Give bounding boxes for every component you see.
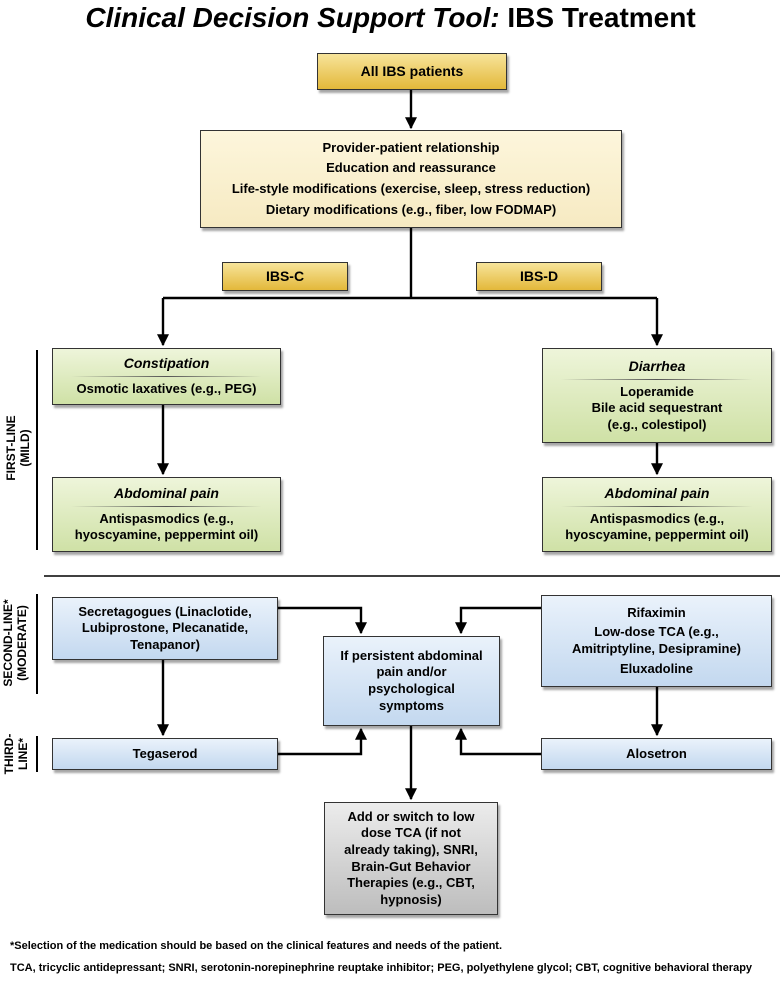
all-ibs-patients-box: All IBS patients	[317, 53, 507, 90]
diarrhea-line: Loperamide	[620, 383, 694, 399]
diarrhea-box: Diarrhea Loperamide Bile acid sequestran…	[542, 348, 772, 443]
diarrhea-line: Bile acid sequestrant	[591, 400, 723, 416]
rifaximin-box: Rifaximin Low-dose TCA (e.g., Amitriptyl…	[541, 595, 772, 687]
rifaximin-line: Amitriptyline, Desipramine)	[571, 641, 742, 656]
constipation-line: Osmotic laxatives (e.g., PEG)	[76, 381, 257, 397]
arrow-tegaserod-to-persistent	[278, 727, 367, 756]
arrow-alosetron-to-persistent	[455, 727, 541, 756]
alosetron-label: Alosetron	[626, 745, 687, 761]
add-switch-line: dose TCA (if not	[361, 825, 461, 841]
third-line-text: THIRD-	[2, 733, 16, 775]
footnote-abbreviations: TCA, tricyclic antidepressant; SNRI, ser…	[10, 962, 753, 974]
third-line-label: THIRD- LINE*	[2, 726, 34, 782]
add-switch-line: Therapies (e.g., CBT,	[347, 875, 475, 891]
second-line-subtext: (MODERATE)	[15, 605, 30, 681]
tegaserod-label: Tegaserod	[132, 745, 198, 761]
second-line-bracket	[36, 594, 38, 694]
alosetron-box: Alosetron	[541, 738, 772, 770]
diarrhea-heading: Diarrhea	[561, 357, 753, 380]
abdominal-pain-right-box: Abdominal pain Antispasmodics (e.g., hyo…	[542, 477, 772, 552]
add-switch-line: Add or switch to low	[347, 808, 475, 824]
third-line-subtext: LINE*	[16, 738, 31, 771]
abdominal-pain-right-line: hyoscyamine, peppermint oil)	[565, 527, 749, 543]
persistent-line: psychological	[368, 681, 455, 696]
all-ibs-patients-label: All IBS patients	[360, 62, 464, 79]
abdominal-pain-left-box: Abdominal pain Antispasmodics (e.g., hyo…	[52, 477, 281, 552]
secretagogues-line: Lubiprostone, Plecanatide,	[81, 620, 249, 636]
first-line-label: FIRST-LINE (MILD)	[4, 394, 36, 502]
arrow-secretagogues-to-persistent	[278, 606, 367, 635]
second-line-label: SECOND-LINE* (MODERATE)	[1, 584, 33, 702]
arrow-rifaximin-to-persistent	[455, 606, 541, 635]
add-or-switch-box: Add or switch to low dose TCA (if not al…	[324, 802, 498, 915]
secretagogues-box: Secretagogues (Linaclotide, Lubiprostone…	[52, 597, 278, 660]
general-line: Dietary modifications (e.g., fiber, low …	[265, 201, 557, 217]
secretagogues-line: Tenapanor)	[130, 636, 200, 652]
persistent-symptoms-box: If persistent abdominal pain and/or psyc…	[323, 636, 500, 726]
ibs-c-label: IBS-C	[265, 267, 305, 284]
footnote-selection: *Selection of the medication should be b…	[10, 940, 503, 952]
persistent-line: symptoms	[378, 697, 445, 713]
second-line-text: SECOND-LINE*	[1, 599, 15, 687]
tegaserod-box: Tegaserod	[52, 738, 278, 770]
general-line: Provider-patient relationship	[322, 139, 500, 155]
third-line-bracket	[36, 736, 38, 772]
first-line-subtext: (MILD)	[18, 429, 33, 467]
page-title: Clinical Decision Support Tool: IBS Trea…	[0, 2, 781, 34]
persistent-line: pain and/or	[376, 664, 447, 680]
persistent-line: If persistent abdominal	[340, 647, 483, 663]
rifaximin-line: Rifaximin	[627, 604, 686, 620]
secretagogues-line: Secretagogues (Linaclotide,	[78, 603, 252, 619]
general-management-box: Provider-patient relationship Education …	[200, 130, 622, 228]
constipation-heading: Constipation	[71, 355, 262, 378]
title-regular: IBS Treatment	[507, 2, 696, 33]
general-line: Education and reassurance	[326, 160, 496, 176]
abdominal-pain-left-line: Antispasmodics (e.g.,	[99, 510, 234, 526]
title-italic: Clinical Decision Support Tool:	[85, 2, 500, 33]
general-line: Life-style modifications (exercise, slee…	[231, 181, 591, 196]
add-switch-line: Brain-Gut Behavior	[351, 858, 471, 874]
diarrhea-line: (e.g., colestipol)	[607, 416, 707, 432]
ibs-d-box: IBS-D	[476, 262, 602, 291]
abdominal-pain-left-line: hyoscyamine, peppermint oil)	[74, 527, 259, 543]
ibs-c-box: IBS-C	[222, 262, 348, 291]
constipation-box: Constipation Osmotic laxatives (e.g., PE…	[52, 348, 281, 405]
abdominal-pain-left-heading: Abdominal pain	[71, 484, 262, 507]
first-line-bracket	[36, 350, 38, 550]
add-switch-line: already taking), SNRI,	[344, 841, 478, 857]
abdominal-pain-right-line: Antispasmodics (e.g.,	[589, 510, 725, 526]
abdominal-pain-right-heading: Abdominal pain	[561, 484, 753, 507]
rifaximin-line: Eluxadoline	[620, 660, 693, 676]
first-line-text: FIRST-LINE	[4, 415, 18, 481]
rifaximin-line: Low-dose TCA (e.g.,	[594, 624, 719, 640]
ibs-d-label: IBS-D	[519, 267, 559, 284]
add-switch-line: hypnosis)	[380, 891, 442, 907]
